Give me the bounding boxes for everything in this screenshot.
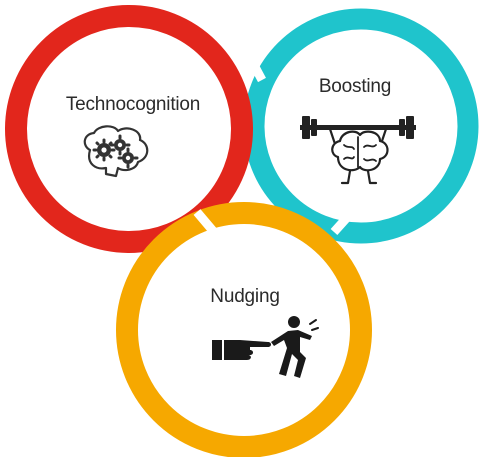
pointing-hand-pushing-person-icon bbox=[212, 316, 319, 378]
ring-overlap-gaps bbox=[193, 49, 356, 241]
technocognition-ring bbox=[5, 5, 253, 253]
boosting-ring bbox=[243, 8, 479, 244]
nudging-ring bbox=[116, 202, 372, 458]
brain-lifting-barbell-icon bbox=[300, 116, 416, 185]
boosting-label: Boosting bbox=[318, 76, 392, 97]
brain-gears-icon bbox=[83, 125, 149, 178]
technocognition-label: Technocognition bbox=[65, 94, 201, 115]
nudging-label: Nudging bbox=[210, 286, 280, 307]
